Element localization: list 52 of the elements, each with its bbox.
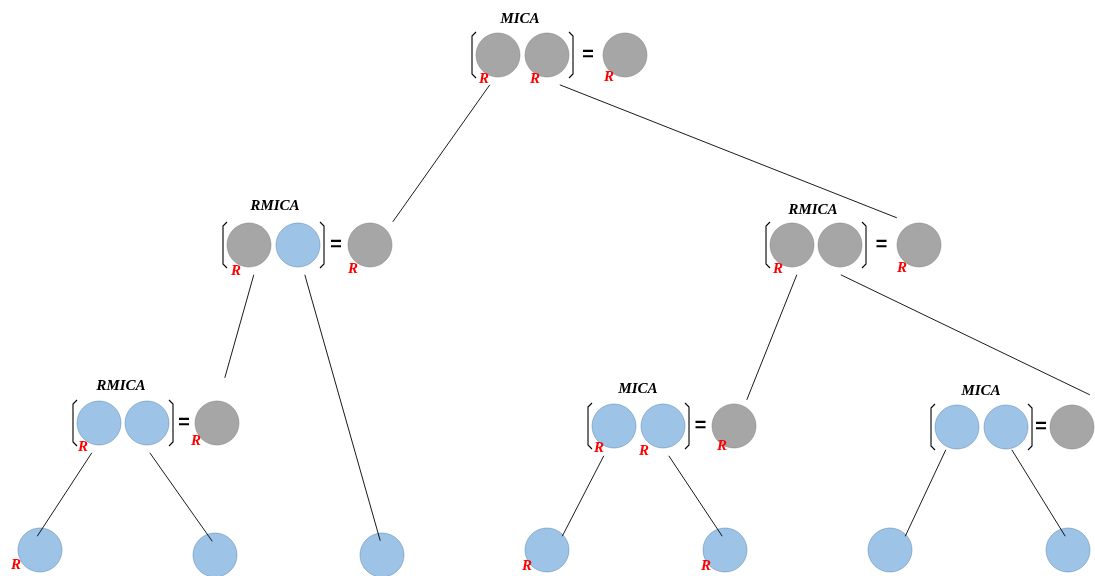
equals-sign: = [695,420,706,429]
circle [1049,404,1095,450]
r-mark: R [530,73,540,83]
equals-sign: = [583,49,593,58]
heading: MICA [500,12,539,24]
connector-line [36,452,93,537]
r-mark: R [11,559,21,569]
connector-line [561,455,605,537]
r-mark: R [639,445,649,455]
circle [359,532,405,576]
circle [817,222,863,268]
circle [124,400,170,446]
heading: MICA [618,382,657,394]
equals-sign: = [179,417,189,426]
r-mark: R [594,442,604,452]
circle [711,403,757,449]
connector-line [224,274,255,379]
connector-line [392,84,491,223]
r-mark: R [604,71,614,81]
connector-line [304,274,381,542]
circle [1045,527,1091,573]
connector-line [668,455,723,537]
heading: RMICA [788,203,837,215]
r-mark: R [479,73,489,83]
connector-line [840,274,1091,396]
equals-sign: = [331,239,341,248]
heading: MICA [961,384,1000,396]
circle [192,532,238,576]
circle [275,222,321,268]
r-mark: R [773,263,783,273]
r-mark: R [191,435,201,445]
connector-line [559,84,898,219]
r-mark: R [701,560,711,570]
connector-line [149,452,213,542]
r-mark: R [522,560,532,570]
circle [702,527,748,573]
connector-line [1011,449,1066,537]
heading: RMICA [96,379,145,391]
r-mark: R [78,441,88,451]
circle [867,527,913,573]
connector-line [746,274,798,401]
circle [934,404,980,450]
r-mark: R [717,440,727,450]
heading: RMICA [250,199,299,211]
connector-line [904,449,947,537]
circle [983,404,1029,450]
equals-sign: = [1036,421,1046,430]
circle [524,527,570,573]
r-mark: R [897,262,907,272]
r-mark: R [231,265,241,275]
r-mark: R [348,263,358,273]
equals-sign: = [876,239,887,248]
